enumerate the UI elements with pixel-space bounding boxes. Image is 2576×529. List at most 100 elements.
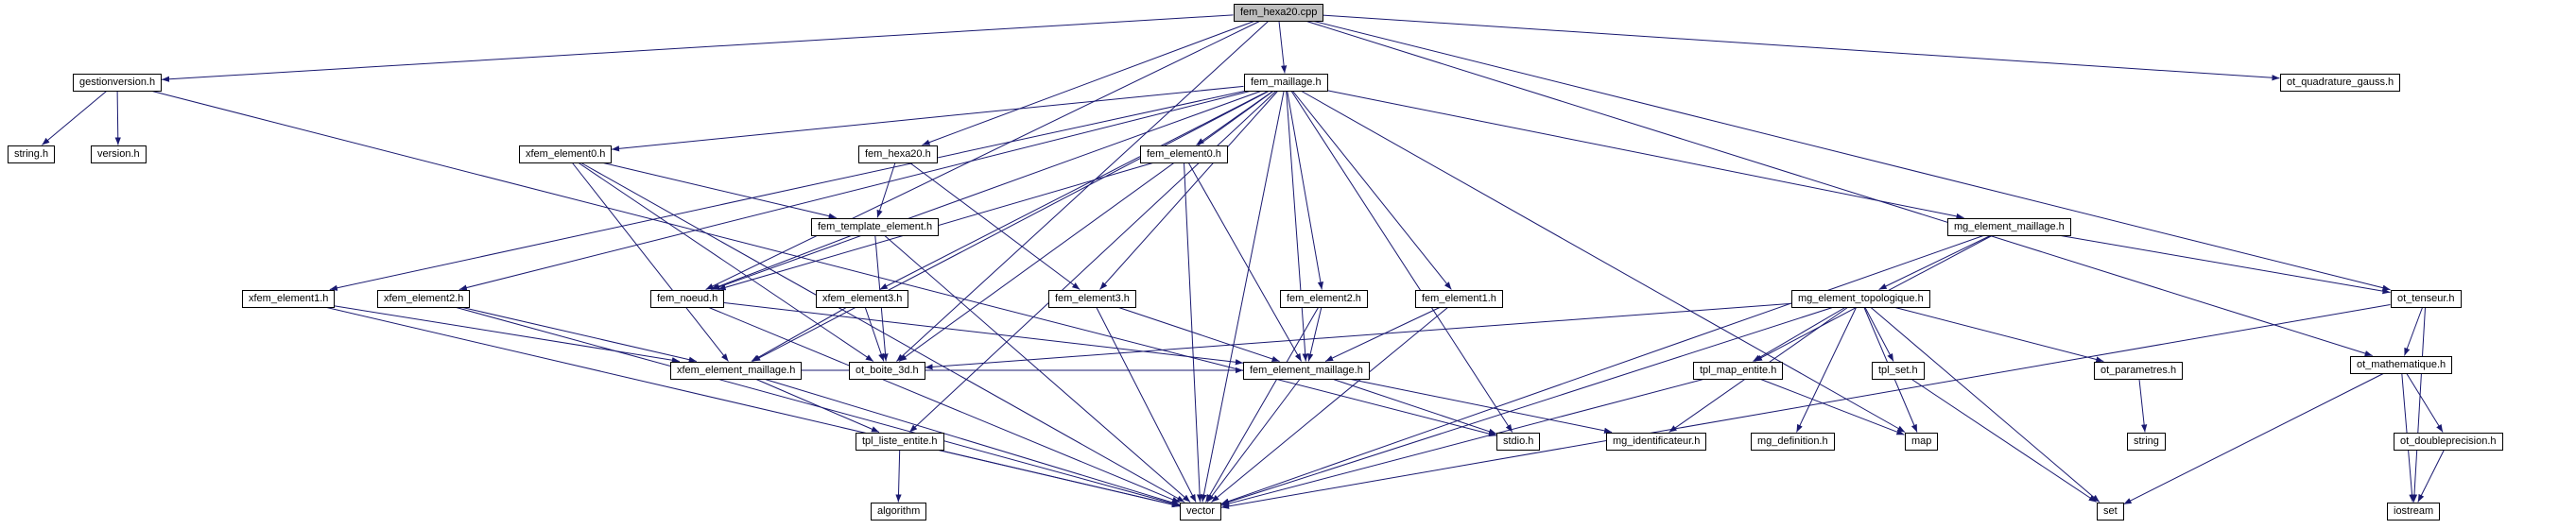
node-mg-identificateur-h[interactable]: mg_identificateur.h [1606, 433, 1707, 451]
edge-fem-maillage-h-to-mg-element-maillage-h [1327, 90, 1964, 220]
node-version-h[interactable]: version.h [91, 145, 147, 163]
edge-fem-maillage-h-to-xfem-element2-h [458, 91, 1251, 291]
edge-mg-element-topologique-h-to-ot-parametres-h [1894, 307, 2104, 363]
node-algorithm[interactable]: algorithm [871, 503, 927, 520]
node-map[interactable]: map [1905, 433, 1939, 451]
edge-tpl-map-entite-h-to-map [1760, 379, 1905, 435]
edge-ot-parametres-h-to-string [2138, 379, 2148, 433]
edge-ot-doubleprecision-h-to-iostream [2417, 450, 2445, 503]
edge-mg-element-maillage-h-to-vector [1220, 235, 1984, 504]
node-fem-element-maillage-h[interactable]: fem_element_maillage.h [1243, 362, 1370, 380]
edge-tpl-liste-entite-h-to-algorithm [895, 450, 902, 503]
node-xfem-element2-h[interactable]: xfem_element2.h [377, 290, 471, 308]
node-mg-definition-h[interactable]: mg_definition.h [1751, 433, 1835, 451]
edge-fem-maillage-h-to-vector [1201, 91, 1285, 503]
node-set[interactable]: set [2097, 503, 2124, 520]
edge-fem-maillage-h-to-tpl-liste-entite-h [908, 91, 1277, 433]
node-ot-mathematique-h[interactable]: ot_mathematique.h [2350, 356, 2453, 374]
node-xfem-element0-h[interactable]: xfem_element0.h [519, 145, 613, 163]
edge-ot-tenseur-h-to-iostream [2411, 307, 2426, 503]
edge-fem-element-maillage-h-to-vector [1206, 379, 1301, 503]
edge-xfem-element-maillage-h-to-vector [765, 379, 1181, 505]
edge-mg-element-topologique-h-to-mg-definition-h [1796, 307, 1857, 433]
node-fem-element0-h[interactable]: fem_element0.h [1140, 145, 1228, 163]
node-stdio-h[interactable]: stdio.h [1496, 433, 1541, 451]
edge-fem-hexa20-cpp-to-ot-tenseur-h [1313, 21, 2391, 291]
node-fem-noeud-h[interactable]: fem_noeud.h [650, 290, 725, 308]
node-mg-element-topologique-h[interactable]: mg_element_topologique.h [1791, 290, 1930, 308]
edge-fem-element1-h-to-fem-element-maillage-h [1324, 307, 1441, 362]
node-iostream[interactable]: iostream [2387, 503, 2441, 520]
edge-fem-hexa20-cpp-to-fem-hexa20-h [922, 21, 1254, 145]
edge-fem-hexa20-cpp-to-fem-noeud-h [705, 21, 1260, 290]
edge-ot-mathematique-h-to-ot-doubleprecision-h [2406, 373, 2444, 433]
node-ot-boite-3d-h[interactable]: ot_boite_3d.h [849, 362, 925, 380]
node-string[interactable]: string [2127, 433, 2166, 451]
node-fem-element1-h[interactable]: fem_element1.h [1415, 290, 1503, 308]
edge-fem-noeud-h-to-fem-element-maillage-h [723, 302, 1244, 366]
edge-xfem-element1-h-to-xfem-element-maillage-h [334, 305, 680, 364]
node-tpl-liste-entite-h[interactable]: tpl_liste_entite.h [856, 433, 944, 451]
edge-xfem-element0-h-to-ot-boite-3d-h [578, 162, 874, 362]
edge-xfem-element3-h-to-xfem-element-maillage-h [751, 307, 847, 362]
edge-xfem-element2-h-to-xfem-element-maillage-h [462, 307, 697, 363]
edge-mg-element-maillage-h-to-mg-element-topologique-h [1878, 235, 1991, 290]
edge-tpl-set-h-to-set [1911, 379, 2097, 503]
edge-gestionversion-h-to-stdio-h [151, 91, 1497, 437]
node-vector[interactable]: vector [1180, 503, 1221, 520]
edge-fem-element-maillage-h-to-stdio-h [1333, 379, 1497, 435]
edge-fem-noeud-h-to-vector [708, 307, 1181, 503]
node-ot-quadrature-gauss-h[interactable]: ot_quadrature_gauss.h [2280, 74, 2401, 92]
edge-xfem-element-maillage-h-to-tpl-liste-entite-h [755, 379, 880, 433]
edge-fem-element3-h-to-fem-element-maillage-h [1118, 307, 1280, 362]
node-fem-element3-h[interactable]: fem_element3.h [1048, 290, 1136, 308]
edge-mg-element-topologique-h-to-set [1870, 307, 2101, 503]
node-string-h[interactable]: string.h [8, 145, 56, 163]
node-fem-maillage-h[interactable]: fem_maillage.h [1244, 74, 1328, 92]
node-fem-element2-h[interactable]: fem_element2.h [1280, 290, 1368, 308]
edge-fem-element2-h-to-vector [1205, 307, 1319, 503]
edge-xfem-element0-h-to-vector [580, 162, 1185, 503]
edge-fem-element2-h-to-fem-element-maillage-h [1307, 307, 1323, 362]
edge-ot-tenseur-h-to-vector [1220, 304, 2391, 509]
edge-fem-maillage-h-to-xfem-element1-h [329, 91, 1245, 291]
edge-mg-element-maillage-h-to-ot-tenseur-h [2061, 235, 2391, 295]
edge-fem-maillage-h-to-fem-element2-h [1287, 91, 1324, 290]
node-ot-tenseur-h[interactable]: ot_tenseur.h [2391, 290, 2462, 308]
node-fem-hexa20-h[interactable]: fem_hexa20.h [858, 145, 938, 163]
node-xfem-element-maillage-h[interactable]: xfem_element_maillage.h [670, 362, 803, 380]
node-tpl-set-h[interactable]: tpl_set.h [1872, 362, 1925, 380]
edge-xfem-element0-h-to-fem-template-element-h [603, 162, 837, 219]
node-xfem-element3-h[interactable]: xfem_element3.h [816, 290, 909, 308]
edge-fem-template-element-h-to-fem-noeud-h [710, 235, 852, 290]
edge-fem-maillage-h-to-fem-noeud-h [712, 91, 1261, 290]
edge-fem-hexa20-cpp-to-ot-boite-3d-h [896, 21, 1269, 362]
edge-gestionversion-h-to-string-h [42, 91, 107, 145]
node-gestionversion-h[interactable]: gestionversion.h [73, 74, 163, 92]
edge-fem-element0-h-to-fem-element-maillage-h [1187, 162, 1303, 362]
edge-mg-element-topologique-h-to-vector [1220, 307, 1833, 505]
edge-mg-element-topologique-h-to-tpl-map-entite-h [1753, 307, 1846, 362]
edge-fem-maillage-h-to-ot-boite-3d-h [898, 91, 1274, 362]
edge-gestionversion-h-to-version-h [114, 91, 121, 145]
edge-tpl-map-entite-h-to-vector [1220, 379, 1703, 507]
edge-fem-maillage-h-to-stdio-h [1290, 91, 1513, 433]
edge-xfem-element3-h-to-ot-boite-3d-h [864, 307, 885, 362]
node-ot-parametres-h[interactable]: ot_parametres.h [2094, 362, 2184, 380]
edge-fem-hexa20-cpp-to-gestionversion-h [161, 14, 1234, 82]
edge-ot-mathematique-h-to-set [2123, 373, 2384, 505]
edge-fem-element-maillage-h-to-mg-identificateur-h [1350, 379, 1613, 434]
node-xfem-element1-h[interactable]: xfem_element1.h [242, 290, 336, 308]
node-ot-doubleprecision-h[interactable]: ot_doubleprecision.h [2394, 433, 2503, 451]
node-mg-element-maillage-h[interactable]: mg_element_maillage.h [1947, 218, 2071, 236]
node-fem-template-element-h[interactable]: fem_template_element.h [811, 218, 940, 236]
edge-mg-element-topologique-h-to-ot-boite-3d-h [925, 302, 1791, 370]
edge-fem-maillage-h-to-xfem-element3-h [879, 91, 1269, 290]
edge-ot-tenseur-h-to-ot-mathematique-h [2404, 307, 2423, 356]
edge-fem-element3-h-to-vector [1096, 307, 1197, 503]
edge-fem-maillage-h-to-fem-element1-h [1292, 91, 1452, 290]
edge-fem-maillage-h-to-map [1301, 91, 1906, 433]
node-tpl-map-entite-h[interactable]: tpl_map_entite.h [1693, 362, 1784, 380]
